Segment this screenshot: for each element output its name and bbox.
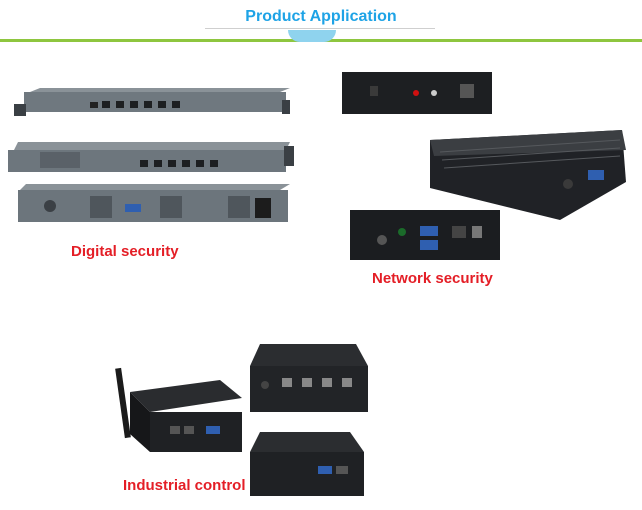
mini-pc-front bbox=[250, 432, 364, 496]
box-rear-bottom bbox=[350, 210, 500, 260]
mini-pc-photos bbox=[115, 344, 368, 496]
header-tab-accent bbox=[288, 30, 336, 42]
box-perspective bbox=[430, 130, 626, 220]
box-front-top bbox=[342, 72, 492, 114]
mini-pc-with-antenna bbox=[115, 367, 242, 452]
caption-network-security: Network security bbox=[372, 270, 493, 287]
rack-server-photos bbox=[8, 88, 294, 222]
caption-industrial-control: Industrial control bbox=[123, 477, 246, 494]
section-header: Product Application bbox=[0, 0, 642, 50]
fanless-box-photos bbox=[342, 72, 626, 260]
rack-unit-front-2 bbox=[8, 142, 294, 172]
mini-pc-four-lan bbox=[250, 344, 368, 412]
header-divider bbox=[205, 28, 435, 29]
rack-unit-front-1 bbox=[14, 88, 290, 116]
caption-digital-security: Digital security bbox=[71, 243, 179, 260]
rack-unit-rear bbox=[18, 184, 290, 222]
page-title: Product Application bbox=[245, 8, 397, 25]
